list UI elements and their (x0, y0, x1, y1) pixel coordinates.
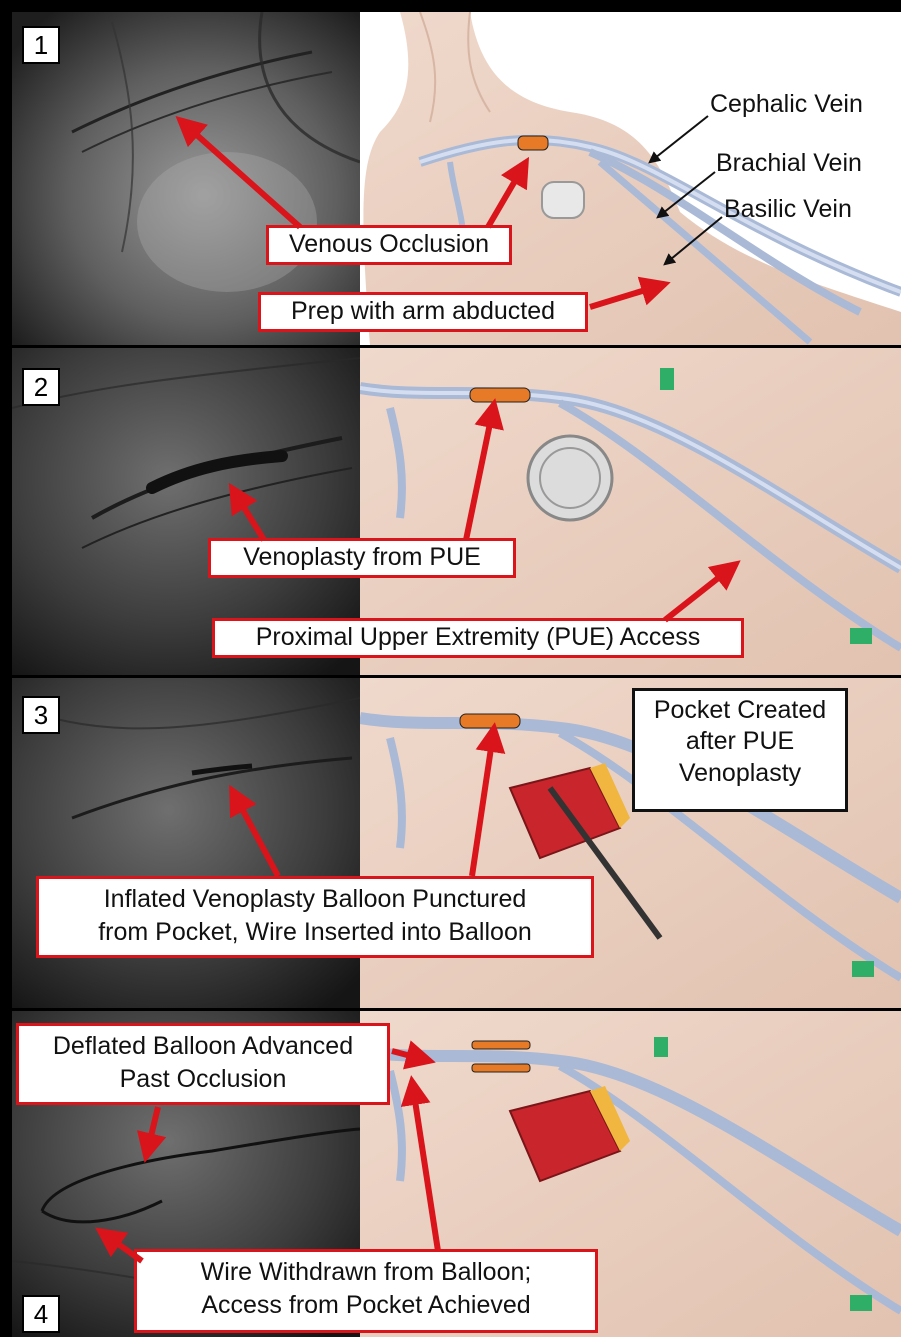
basilic-vein-label: Basilic Vein (724, 195, 852, 224)
panel-2: 2 Venoplasty from PUE Proximal Upper Ext… (0, 348, 901, 675)
deflated-balloon-callout: Deflated Balloon Advanced Past Occlusion (16, 1023, 390, 1105)
panel-number: 2 (22, 368, 60, 406)
panel-number: 3 (22, 696, 60, 734)
venoplasty-from-pue-callout: Venoplasty from PUE (208, 538, 516, 578)
deflated-balloon-line-1: Deflated Balloon Advanced (25, 1030, 381, 1063)
venous-occlusion-callout: Venous Occlusion (266, 225, 512, 265)
panel-4: 4 Deflated Balloon Advanced Past Occlusi… (0, 1011, 901, 1337)
pue-access-callout: Proximal Upper Extremity (PUE) Access (212, 618, 744, 658)
prep-arm-abducted-callout: Prep with arm abducted (258, 292, 588, 332)
panel-number: 1 (22, 26, 60, 64)
panel-3-fluoroscopy (12, 678, 360, 1008)
pocket-created-line-1: Pocket Created (641, 695, 839, 726)
inflated-balloon-callout: Inflated Venoplasty Balloon Punctured fr… (36, 876, 594, 958)
panel-3: 3 Pocket Created after PUE Venoplasty In… (0, 678, 901, 1008)
wire-withdrawn-line-2: Access from Pocket Achieved (143, 1289, 589, 1322)
pocket-created-box: Pocket Created after PUE Venoplasty (632, 688, 848, 812)
wire-withdrawn-line-1: Wire Withdrawn from Balloon; (143, 1256, 589, 1289)
panel-1: 1 Cephalic Vein Brachial Vein Basilic Ve… (0, 12, 901, 345)
panel-number: 4 (22, 1295, 60, 1333)
deflated-balloon-line-2: Past Occlusion (25, 1063, 381, 1096)
wire-withdrawn-callout: Wire Withdrawn from Balloon; Access from… (134, 1249, 598, 1333)
inflated-balloon-line-1: Inflated Venoplasty Balloon Punctured (45, 883, 585, 916)
inflated-balloon-line-2: from Pocket, Wire Inserted into Balloon (45, 916, 585, 949)
pocket-created-line-2: after PUE (641, 726, 839, 757)
brachial-vein-label: Brachial Vein (716, 149, 862, 178)
cephalic-vein-label: Cephalic Vein (710, 90, 863, 119)
pocket-created-line-3: Venoplasty (641, 758, 839, 789)
